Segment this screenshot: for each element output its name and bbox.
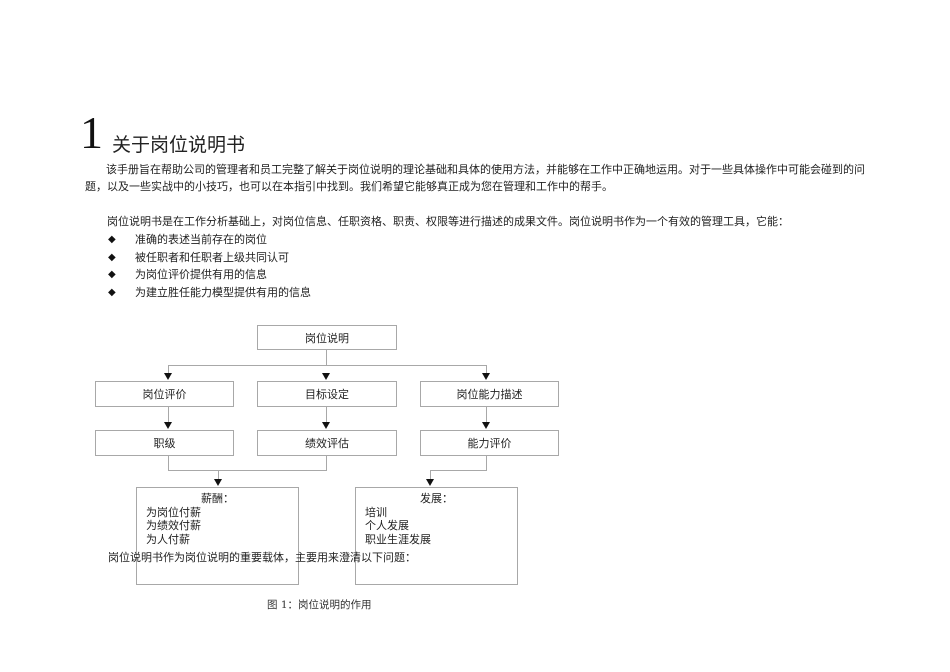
arrow-down-icon xyxy=(214,479,222,486)
connector-line xyxy=(168,365,487,366)
diagram-node-job-evaluation: 岗位评价 xyxy=(95,381,234,407)
connector-line xyxy=(486,456,487,471)
list-item: ◆ 为建立胜任能力模型提供有用的信息 xyxy=(108,284,311,302)
diagram-node-performance-evaluation: 绩效评估 xyxy=(257,430,397,456)
list-item: ◆ 为岗位评价提供有用的信息 xyxy=(108,266,311,284)
development-item: 职业生涯发展 xyxy=(365,532,431,546)
list-item-text: 准确的表述当前存在的岗位 xyxy=(135,233,267,246)
arrow-down-icon xyxy=(482,373,490,380)
connector-line xyxy=(168,456,169,471)
connector-line xyxy=(430,470,431,480)
diagram-node-competency-description: 岗位能力描述 xyxy=(420,381,559,407)
list-item-text: 被任职者和任职者上级共同认可 xyxy=(135,250,289,264)
intro-paragraph: 该手册旨在帮助公司的管理者和员工完整了解关于岗位说明的理论基础和具体的使用方法，… xyxy=(85,163,865,193)
development-title: 发展： xyxy=(420,492,453,505)
connector-line xyxy=(168,470,327,471)
compensation-title: 薪酬： xyxy=(201,492,234,505)
connector-line xyxy=(168,407,169,423)
diagram-node-root: 岗位说明 xyxy=(257,325,397,350)
section-number: 1 xyxy=(80,107,103,158)
arrow-down-icon xyxy=(164,422,172,429)
diagram-node-competency-evaluation: 能力评价 xyxy=(420,430,559,456)
connector-line xyxy=(326,456,327,471)
connector-line xyxy=(218,470,219,480)
diamond-bullet-icon: ◆ xyxy=(108,251,116,263)
connector-line xyxy=(486,365,487,374)
overlapping-paragraph: 岗位说明书作为岗位说明的重要载体，主要用来澄清以下问题： xyxy=(108,551,416,564)
list-item-text: 为岗位评价提供有用的信息 xyxy=(135,268,267,281)
connector-line xyxy=(326,407,327,423)
benefits-list: ◆ 准确的表述当前存在的岗位 ◆ 被任职者和任职者上级共同认可 ◆ 为岗位评价提供有用… xyxy=(108,231,311,301)
list-item: ◆ 被任职者和任职者上级共同认可 xyxy=(108,249,311,267)
connector-line xyxy=(168,365,169,374)
figure-caption: 图 1：岗位说明的作用 xyxy=(267,599,372,611)
compensation-item: 为岗位付薪 xyxy=(146,505,201,519)
definition-paragraph: 岗位说明书是在工作分析基础上，对岗位信息、任职资格、职责、权限等进行描述的成果文… xyxy=(107,215,789,228)
diagram-node-development: 发展： 培训 个人发展 职业生涯发展 xyxy=(355,487,518,585)
diagram-node-compensation: 薪酬： 为岗位付薪 为绩效付薪 为人付薪 xyxy=(136,487,299,585)
diamond-bullet-icon: ◆ xyxy=(108,234,116,245)
section-title: 关于岗位说明书 xyxy=(112,134,246,156)
diamond-bullet-icon: ◆ xyxy=(108,286,116,298)
development-item: 培训 xyxy=(365,505,387,519)
list-item: ◆ 准确的表述当前存在的岗位 xyxy=(108,231,311,249)
arrow-down-icon xyxy=(164,373,172,380)
compensation-item: 为人付薪 xyxy=(146,532,190,546)
connector-line xyxy=(486,407,487,423)
arrow-down-icon xyxy=(322,422,330,429)
connector-line xyxy=(430,470,487,471)
diagram-node-goal-setting: 目标设定 xyxy=(257,381,397,407)
diagram-node-job-grade: 职级 xyxy=(95,430,234,456)
connector-line xyxy=(326,350,327,366)
list-item-text: 为建立胜任能力模型提供有用的信息 xyxy=(135,285,311,299)
arrow-down-icon xyxy=(426,479,434,486)
arrow-down-icon xyxy=(482,422,490,429)
compensation-item: 为绩效付薪 xyxy=(146,519,201,532)
development-item: 个人发展 xyxy=(365,519,409,532)
diamond-bullet-icon: ◆ xyxy=(108,269,116,280)
arrow-down-icon xyxy=(322,373,330,380)
